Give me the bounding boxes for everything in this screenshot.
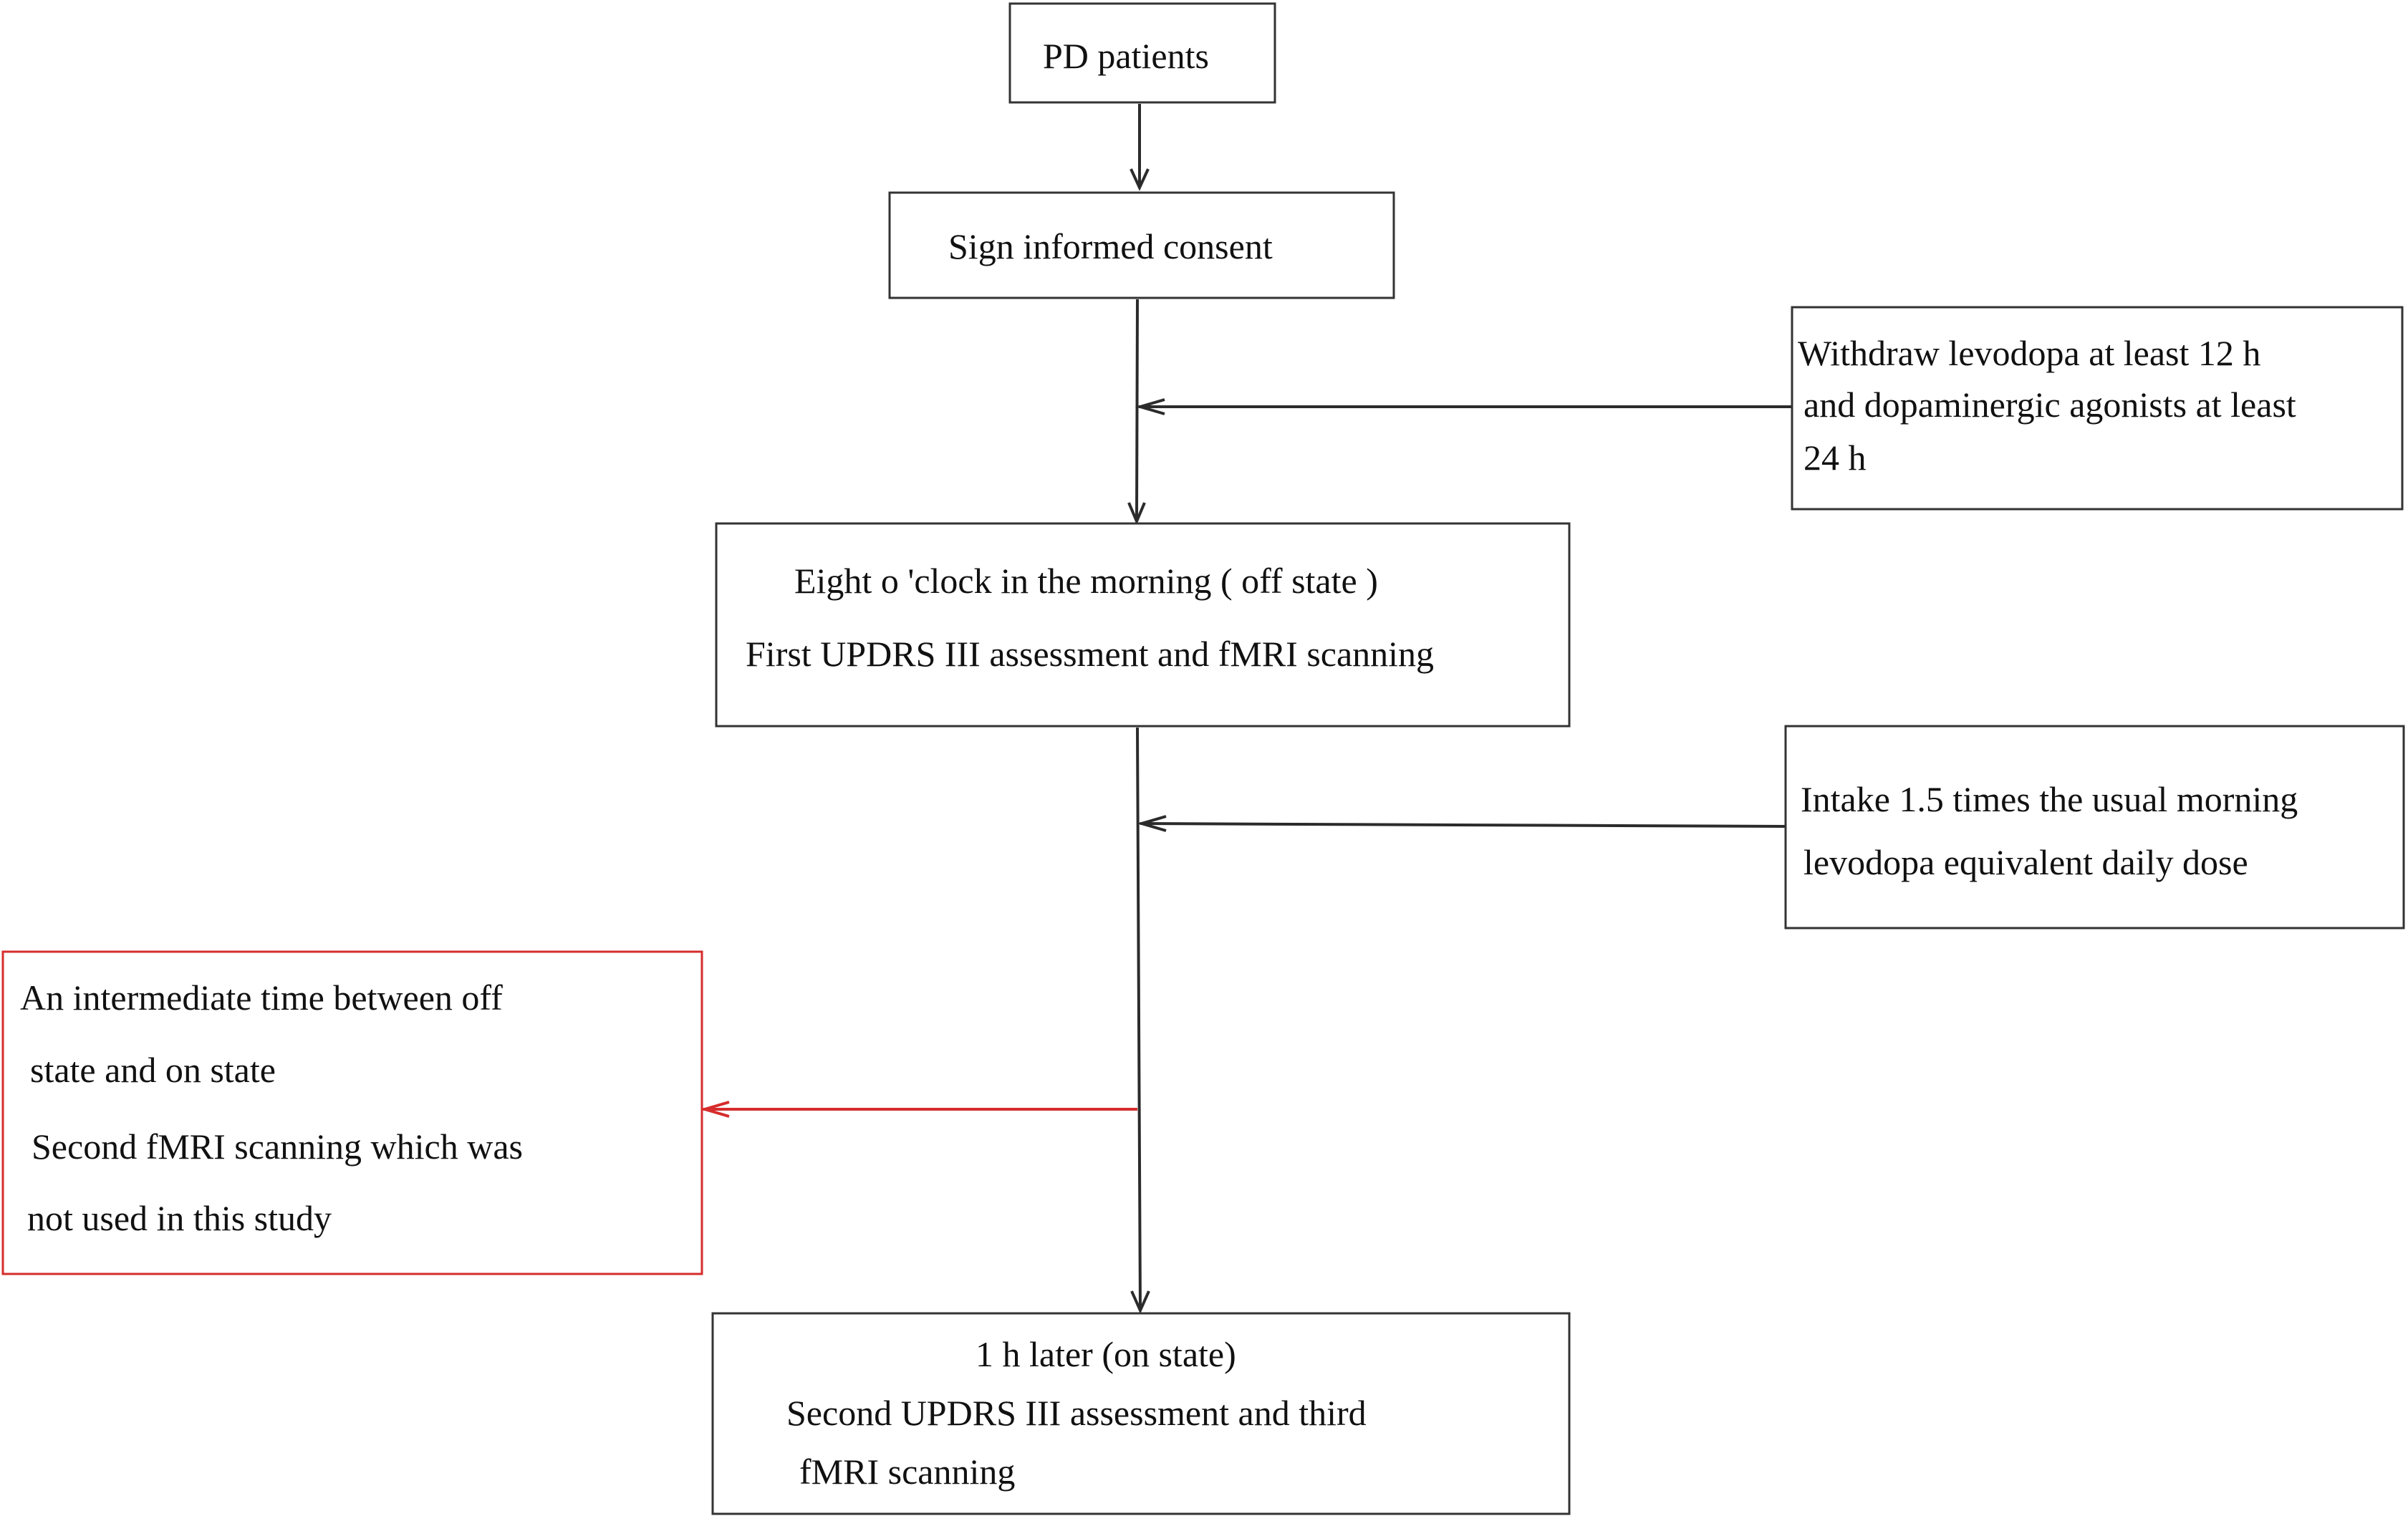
node-intermediate-line-2: state and on state — [30, 1050, 276, 1090]
arrowhead-intermediate — [699, 1101, 730, 1118]
node-intake: Intake 1.5 times the usual morning levod… — [1784, 725, 2405, 930]
node-pd-patients: PD patients — [1008, 2, 1276, 104]
connectors — [699, 104, 1792, 1314]
node-off-state-line-1: Eight o 'clock in the morning ( off stat… — [794, 561, 1378, 601]
node-intake-line-2: levodopa equivalent daily dose — [1803, 842, 2248, 882]
node-intake-line-1: Intake 1.5 times the usual morning — [1801, 779, 2298, 819]
node-consent-line-1: Sign informed consent — [948, 226, 1273, 266]
node-on-state: 1 h later (on state) Second UPDRS III as… — [711, 1312, 1571, 1515]
node-on-state-line-2: Second UPDRS III assessment and third — [786, 1393, 1367, 1433]
arrowhead-intake — [1136, 815, 1167, 832]
node-intermediate: An intermediate time between off state a… — [1, 950, 703, 1275]
node-withdraw: Withdraw levodopa at least 12 h and dopa… — [1791, 306, 2404, 511]
arrowhead-off-state — [1127, 502, 1146, 526]
node-off-state-line-2: First UPDRS III assessment and fMRI scan… — [746, 634, 1434, 674]
node-intermediate-line-1: An intermediate time between off — [20, 977, 503, 1018]
node-on-state-line-1: 1 h later (on state) — [976, 1334, 1236, 1374]
node-withdraw-line-3: 24 h — [1803, 438, 1867, 478]
node-withdraw-line-2: and dopaminergic agonists at least — [1803, 385, 2296, 425]
node-withdraw-line-1: Withdraw levodopa at least 12 h — [1798, 333, 2260, 373]
arrowhead-on-state — [1130, 1290, 1150, 1314]
node-intermediate-line-3: Second fMRI scanning which was — [32, 1126, 523, 1167]
node-on-state-line-3: fMRI scanning — [799, 1452, 1015, 1492]
node-off-state: Eight o 'clock in the morning ( off stat… — [715, 522, 1571, 728]
connector-off-to-on-state — [1136, 727, 1142, 1311]
connector-intake — [1140, 822, 1786, 828]
arrowhead-consent — [1130, 168, 1150, 191]
arrowhead-withdraw — [1135, 398, 1165, 415]
node-intermediate-line-4: not used in this study — [27, 1198, 332, 1238]
node-pd-patients-line-1: PD patients — [1043, 36, 1209, 76]
node-consent: Sign informed consent — [888, 191, 1395, 299]
